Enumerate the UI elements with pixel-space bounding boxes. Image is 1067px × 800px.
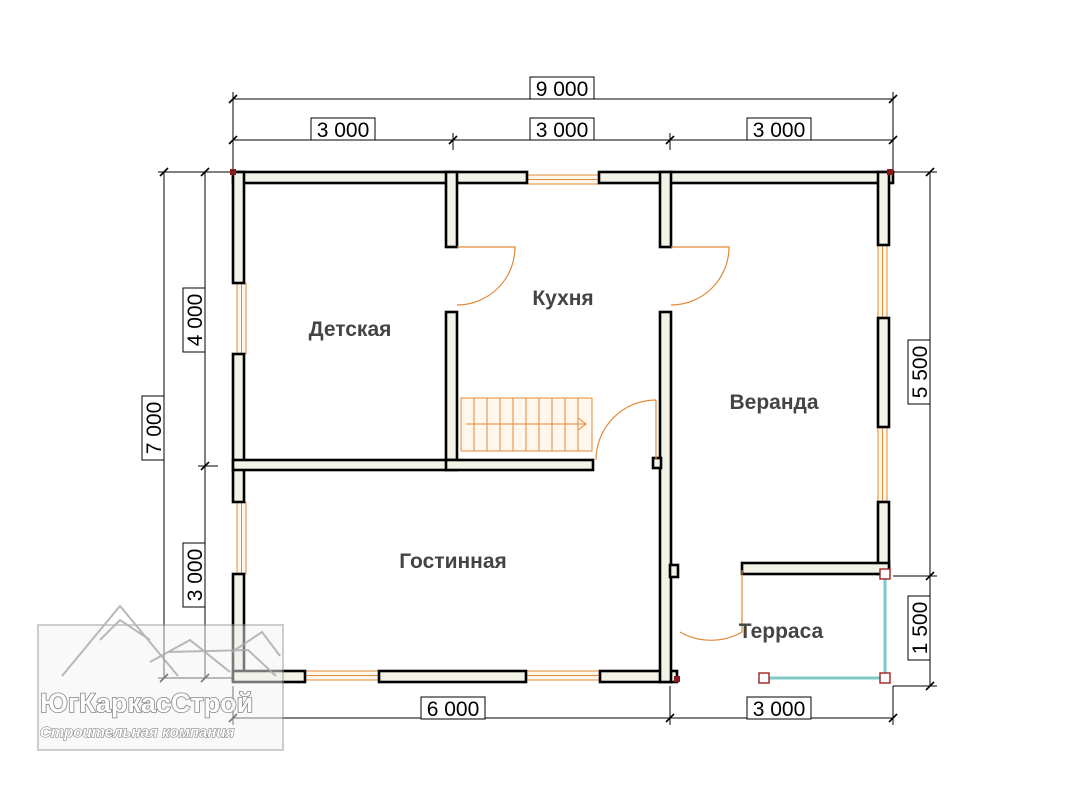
room-label-kids: Детская [309,318,392,341]
terrace [758,568,891,684]
room-label-veranda: Веранда [729,391,818,414]
door-kitchen-veranda [670,246,730,306]
doors [456,246,743,641]
dim-top-section-1-text: 3 000 [317,119,370,142]
dim-bottom-section-1-text: 6 000 [427,698,480,721]
dim-overall-depth-text: 7 000 [143,402,166,455]
logo-title: ЮгКаркасСтрой [40,688,253,718]
room-labels: Детская Кухня Веранда Гостинная Терраса [309,287,824,643]
dim-left-section-1: 4 000 [182,287,207,353]
terrace-post-left [758,672,770,684]
corner-markers [230,169,893,682]
dim-overall-width: 9 000 [529,76,595,101]
dim-left-section-2-text: 3 000 [184,549,207,602]
dim-bottom-section-2-text: 3 000 [753,698,806,721]
door-kids-kitchen [456,246,516,306]
dim-right-section-2-text: 1 500 [909,602,932,655]
dim-right-section-2: 1 500 [907,595,932,661]
dim-top-section-3-text: 3 000 [753,119,806,142]
windows [236,174,888,681]
dimension-labels: 9 000 3 000 3 000 3 000 7 000 4 000 3 00… [141,76,932,721]
dim-bottom-section-2: 3 000 [746,696,812,721]
dim-bottom-section-1: 6 000 [420,696,486,721]
dim-overall-width-text: 9 000 [536,78,589,101]
dim-right-section-1-text: 5 500 [909,346,932,399]
dim-top-section-2-text: 3 000 [536,119,589,142]
walls [231,170,895,684]
terrace-post-top [879,568,891,580]
stairs [460,397,593,452]
dim-top-section-1: 3 000 [310,117,376,142]
dim-top-section-3: 3 000 [746,117,812,142]
dim-right-section-1: 5 500 [907,339,932,405]
dim-left-section-2: 3 000 [182,542,207,608]
dim-overall-depth: 7 000 [141,395,166,461]
door-veranda-terrace [679,570,743,641]
company-logo: ЮгКаркасСтрой Строительная компания [37,604,284,751]
room-label-kitchen: Кухня [532,287,593,310]
room-label-living: Гостинная [399,550,507,573]
dim-left-section-1-text: 4 000 [184,294,207,347]
logo-subtitle: Строительная компания [40,724,235,741]
dim-top-section-2: 3 000 [529,117,595,142]
door-living-hall [595,399,657,461]
room-label-terrace: Терраса [739,620,824,643]
terrace-post-right [879,672,891,684]
